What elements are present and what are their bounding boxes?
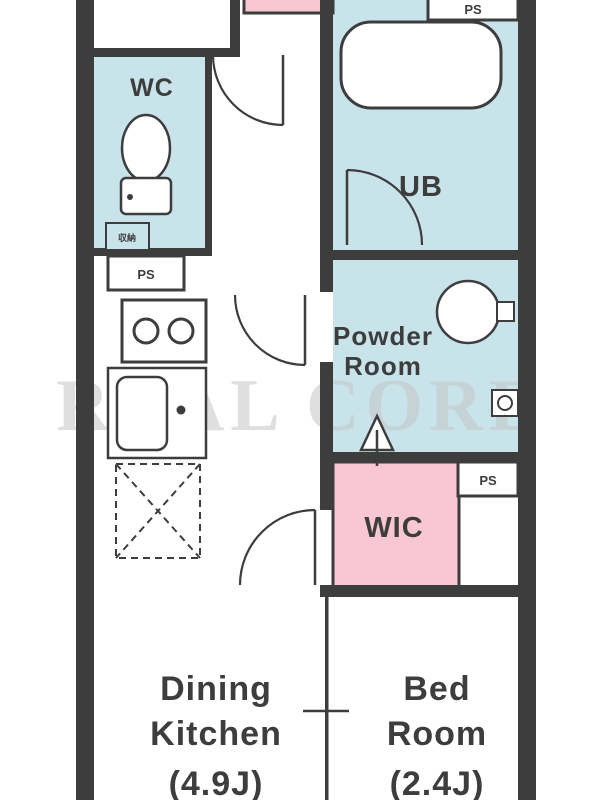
fridge-space-diagonal-2 (115, 463, 201, 559)
toilet-bowl-icon (120, 113, 172, 183)
top-closet-area (242, 0, 335, 15)
ub-powder-wall (333, 250, 518, 260)
toilet-tank-icon (119, 176, 173, 216)
dining-kitchen-size-label: (4.9J) (169, 765, 264, 800)
powder-wic-wall (333, 452, 518, 462)
ps-box-top (426, 0, 520, 22)
ps-label-kitchen: PS (137, 267, 155, 282)
bedroom-top-wall (320, 585, 536, 597)
ps-label-wic: PS (479, 473, 497, 488)
wc-top-wall (94, 48, 240, 57)
wc-label: WC (130, 74, 174, 102)
powder-door-arc (233, 294, 306, 367)
bedroom-label-line2: Room (387, 715, 487, 753)
bedroom-left-wall (325, 597, 329, 800)
left-outer-wall (76, 0, 94, 800)
wc-door-arc (211, 54, 284, 127)
bedroom-door-arc (238, 508, 316, 586)
bedroom-label-line1: Bed (403, 670, 470, 708)
wc-right-wall (205, 48, 212, 256)
basin-tap-icon (496, 301, 515, 322)
washer-pan-icon (491, 389, 519, 417)
ub-door-arc (346, 168, 424, 246)
center-divider-wall-mid (320, 362, 333, 510)
stove-burner-right (167, 317, 195, 345)
wash-basin-icon (435, 279, 501, 345)
ps-box-wic (456, 460, 520, 498)
ps-box-kitchen (106, 254, 186, 292)
powder-room-label-line1: Powder (333, 321, 433, 351)
center-divider-wall-upper (320, 0, 333, 292)
bedroom-size-label: (2.4J) (390, 765, 485, 800)
wc-storage-label: 収納 (118, 232, 136, 243)
right-outer-wall (518, 0, 536, 800)
stove-burner-left (132, 317, 160, 345)
ps-label-top: PS (464, 2, 482, 17)
fridge-space-box (115, 463, 201, 559)
wic-label: WIC (364, 512, 423, 544)
wc-storage-box (105, 222, 150, 251)
powder-room-label-line2: Room (344, 351, 422, 381)
dining-kitchen-label-line1: Dining (160, 670, 272, 708)
ub-label: UB (399, 171, 443, 203)
toilet-flush-dot (127, 194, 133, 200)
washer-drain-icon (497, 395, 513, 411)
sink-basin-icon (115, 375, 169, 452)
bathtub-icon (339, 20, 503, 110)
wc-bottom-wall (94, 248, 212, 256)
entry-divider-wall (230, 0, 240, 57)
dining-kitchen-label-line2: Kitchen (150, 715, 282, 753)
faucet-dot (176, 405, 186, 415)
